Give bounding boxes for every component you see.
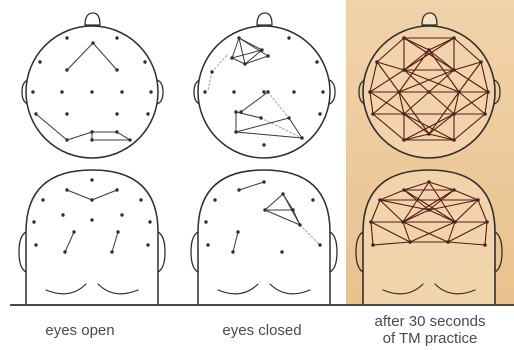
caption-eyes-open: eyes open <box>10 322 150 339</box>
head-top-eyes-closed <box>194 13 335 158</box>
head-back-eyes-closed <box>191 170 337 304</box>
caption-tm-practice: after 30 seconds of TM practice <box>352 313 508 347</box>
caption-eyes-closed: eyes closed <box>192 322 332 339</box>
head-back-tm <box>356 170 502 304</box>
caption-tm-line-1: after 30 seconds <box>352 313 508 330</box>
head-top-tm <box>359 13 500 158</box>
baseline-divider <box>10 304 514 306</box>
head-top-eyes-open <box>22 13 163 158</box>
head-back-eyes-open <box>19 170 165 304</box>
caption-tm-line-2: of TM practice <box>352 330 508 347</box>
